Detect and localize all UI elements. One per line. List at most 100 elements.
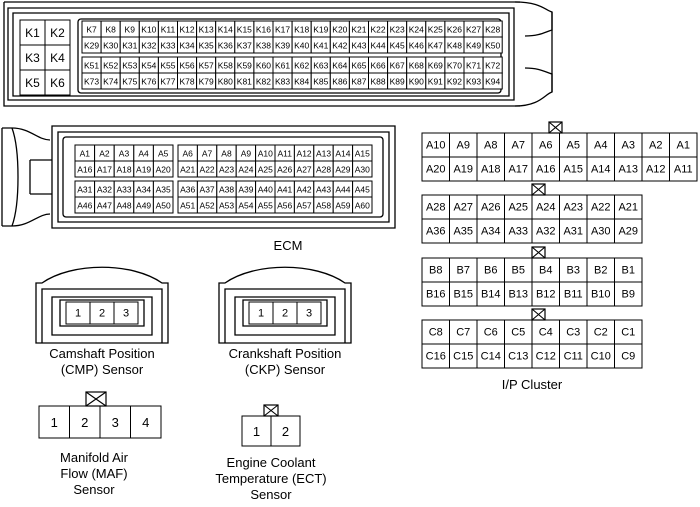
- pin-label: K80: [218, 77, 233, 87]
- pin-label: A7: [202, 149, 213, 159]
- pin-label: K8: [105, 25, 116, 35]
- ecm-k-pin: K86: [329, 72, 350, 90]
- pin-label: K50: [485, 41, 500, 51]
- pin-label: A40: [258, 185, 273, 195]
- pin-label: K74: [103, 77, 118, 87]
- pin-label: C11: [564, 351, 583, 363]
- pin-label: C6: [484, 327, 498, 339]
- pin-label: K91: [428, 77, 443, 87]
- ecm-pin-large: K4: [44, 44, 71, 71]
- pin-label: A36: [180, 185, 195, 195]
- pin-label: A41: [277, 185, 292, 195]
- ecm-a-pin: A25: [255, 160, 276, 178]
- ip-a-pin: A12: [641, 156, 670, 182]
- ip-a-pin: A17: [504, 156, 533, 182]
- ip-b-connector-key-icon: [531, 246, 546, 259]
- ecm-a-pin: A35: [152, 180, 174, 198]
- ip-c-pin: C10: [586, 343, 615, 369]
- pin-label: K27: [466, 25, 481, 35]
- ip-cluster-label: I/P Cluster: [502, 377, 563, 392]
- pin-label: K16: [256, 25, 271, 35]
- pin-label: K47: [428, 41, 443, 51]
- ckp-sensor-label: (CKP) Sensor: [245, 362, 326, 377]
- ecm-pin-large: K1: [19, 19, 46, 46]
- ect-key-icon: [263, 404, 279, 417]
- pin-label: K39: [275, 41, 290, 51]
- pin-label: A19: [136, 165, 151, 175]
- pin-label: K57: [199, 61, 214, 71]
- ip-c-pin: C6: [476, 319, 505, 345]
- ecm-a-pin: A55: [255, 196, 276, 214]
- ecm-k-pin: K49: [463, 36, 484, 54]
- pin-label: K93: [466, 77, 481, 87]
- pin-label: A21: [618, 202, 638, 214]
- ecm-k-pin: K85: [310, 72, 331, 90]
- pin-label: K9: [125, 25, 136, 35]
- pin-label: A12: [297, 149, 312, 159]
- ecm-k-pin: K28: [482, 20, 503, 38]
- pin-label: K94: [485, 77, 500, 87]
- pin-label: B12: [536, 289, 556, 301]
- pin-label: A12: [646, 164, 666, 176]
- ip-b-pin: B4: [531, 257, 560, 283]
- ecm-a-pin: A40: [255, 180, 276, 198]
- ip-a-pin: A28: [421, 194, 450, 220]
- pin-label: K52: [103, 61, 118, 71]
- ip-c-connector-key-icon: [531, 308, 546, 321]
- ecm-a-pin: A20: [152, 160, 174, 178]
- ecm-k-pin: K56: [177, 56, 198, 74]
- pin-label: K72: [485, 61, 500, 71]
- pin-label: K41: [313, 41, 328, 51]
- ip-a2-connector-key-icon: [531, 183, 546, 196]
- pin-label: K6: [50, 76, 65, 90]
- ecm-k-pin: K83: [272, 72, 293, 90]
- ecm-a-pin: A10: [255, 144, 276, 162]
- ecm-k-pin: K25: [425, 20, 446, 38]
- pin-label: K7: [86, 25, 97, 35]
- pin-label: A13: [618, 164, 638, 176]
- ecm-k-pin: K94: [482, 72, 503, 90]
- pin-label: 2: [99, 308, 105, 320]
- ecm-a-pin: A47: [94, 196, 115, 214]
- pin-label: K63: [313, 61, 328, 71]
- ecm-k-pin: K62: [291, 56, 312, 74]
- ecm-a-pin: A2: [94, 144, 115, 162]
- pin-label: K60: [256, 61, 271, 71]
- ecm-a-pin: A1: [74, 144, 96, 162]
- maf-pin: 1: [38, 405, 70, 439]
- pin-label: K1: [25, 26, 40, 40]
- pin-label: B10: [591, 289, 611, 301]
- ecm-a-pin: A27: [293, 160, 315, 178]
- ecm-a-pin: A49: [133, 196, 154, 214]
- pin-label: K79: [199, 77, 214, 87]
- ecm-k-pin: K88: [368, 72, 389, 90]
- pin-label: K23: [390, 25, 405, 35]
- pin-label: K4: [50, 51, 65, 65]
- pin-label: A2: [649, 140, 662, 152]
- ip-b-pin: B8: [421, 257, 450, 283]
- ect-sensor-label: Engine Coolant: [227, 455, 316, 470]
- pin-label: A19: [453, 164, 473, 176]
- pin-label: K13: [199, 25, 214, 35]
- ecm-k-pin: K70: [444, 56, 465, 74]
- ecm-k-pin: K14: [215, 20, 236, 38]
- pin-label: A13: [316, 149, 331, 159]
- pin-label: A58: [316, 201, 331, 211]
- ecm-k-pin: K57: [196, 56, 217, 74]
- pin-label: C5: [511, 327, 525, 339]
- pin-label: B15: [453, 289, 473, 301]
- pin-label: A47: [97, 201, 112, 211]
- pin-label: A16: [77, 165, 92, 175]
- pin-label: K28: [485, 25, 500, 35]
- ecm-a-pin: A15: [352, 144, 373, 162]
- ecm-a-pin: A29: [332, 160, 354, 178]
- pin-label: A11: [277, 149, 292, 159]
- pin-label: K53: [122, 61, 137, 71]
- ecm-k-pin: K75: [119, 72, 140, 90]
- pin-label: C7: [456, 327, 470, 339]
- pin-label: 4: [142, 415, 149, 430]
- pin-label: C9: [621, 351, 635, 363]
- ecm-a-pin: A17: [94, 160, 115, 178]
- ecm-k-pin: K48: [444, 36, 465, 54]
